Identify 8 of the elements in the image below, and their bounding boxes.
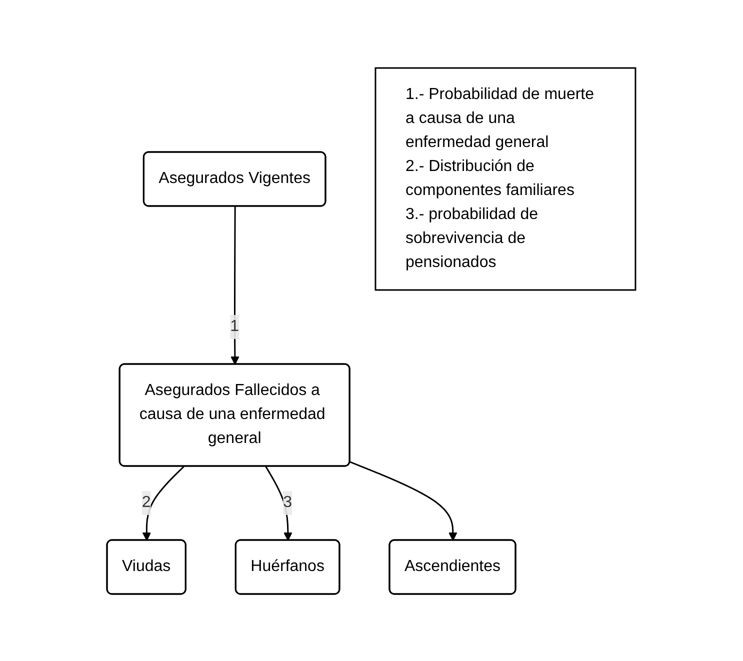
edge-label: 3 [283,493,292,510]
arrow [350,460,458,540]
node-box: 1.- Probabilidad de muerte a causa de una enfermedad general 2.- Distribución de componentes familiares 3.- probabilidad de sobrevivencia de pensionados [375,66,636,290]
arrow [265,466,293,540]
edge-label: 1 [230,317,240,334]
edge-label: 2 [142,493,152,510]
arrow [142,465,185,540]
arrow [230,206,240,364]
